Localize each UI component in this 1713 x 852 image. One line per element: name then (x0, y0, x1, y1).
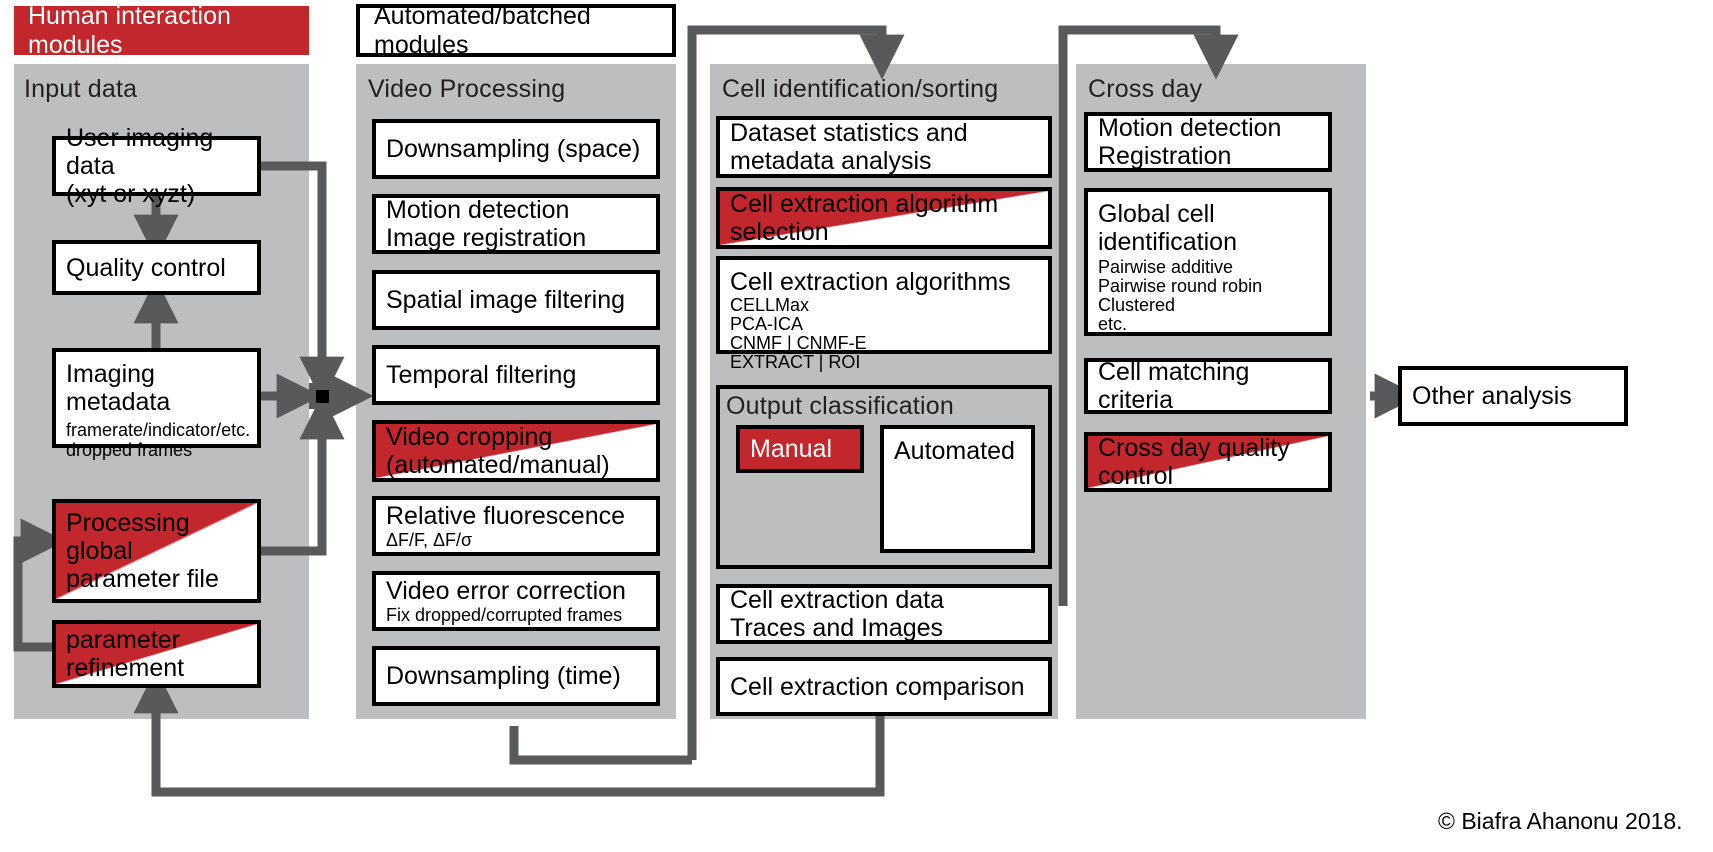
box-title: Cell extraction algorithm selection (730, 190, 999, 246)
legend-automated-batched-modules: Automated/batched modules (356, 1, 676, 59)
box-subtitle: ΔF/F, ΔF/σ (386, 529, 473, 550)
box-manual[interactable]: Manual (736, 425, 864, 473)
legend-automated-label: Automated/batched modules (374, 1, 591, 59)
wire-user-to-junction (261, 161, 345, 402)
wire-cell-to-cross-day (1058, 25, 1239, 606)
box-title: Manual (750, 435, 832, 463)
copyright-notice: © Biafra Ahanonu 2018. (1438, 808, 1683, 834)
box-cell-extraction-algorithm-selection[interactable]: Cell extraction algorithm selection (716, 187, 1052, 249)
legend-human-label: Human interaction modules (28, 1, 231, 59)
box-other-analysis[interactable]: Other analysis (1398, 366, 1628, 426)
box-cell-extraction-algorithms[interactable]: Cell extraction algorithms CELLMax PCA-I… (716, 256, 1052, 371)
box-video-cropping[interactable]: Video cropping (automated/manual) (372, 420, 660, 482)
box-imaging-metadata[interactable]: Imaging metadata framerate/indicator/etc… (52, 348, 261, 460)
box-title: Quality control (66, 253, 226, 282)
box-title: Cell extraction data Traces and Images (730, 586, 945, 642)
box-title: Cross day quality control (1098, 434, 1290, 490)
legend-human-interaction-modules: Human interaction modules (14, 2, 309, 59)
box-cell-extraction-comparison[interactable]: Cell extraction comparison (716, 657, 1052, 716)
box-title: Motion detection Image registration (386, 196, 587, 252)
box-title: Downsampling (time) (386, 662, 621, 690)
box-user-imaging-data[interactable]: User imaging data (xyt or xyzt) (52, 124, 261, 208)
merge-junction-node (309, 383, 335, 409)
box-title: User imaging data (66, 124, 214, 180)
box-subtitle: (xyt or xyzt) (66, 180, 196, 208)
box-title: Automated (894, 437, 1015, 465)
box-title: Dataset statistics and metadata analysis (730, 119, 968, 175)
panel-title-input-data: Input data (24, 75, 138, 103)
box-title: Global cell identification (1098, 200, 1237, 256)
subpanel-title-output-classification: Output classification (726, 392, 954, 420)
box-title: Relative fluorescence (386, 501, 626, 530)
box-motion-detection-image-registration[interactable]: Motion detection Image registration (372, 194, 660, 254)
box-title: Cell matching criteria (1098, 358, 1250, 414)
box-spatial-image-filtering[interactable]: Spatial image filtering (372, 270, 660, 330)
box-title: Spatial image filtering (386, 286, 626, 314)
box-processing-global-parameter-file[interactable]: Processing global parameter file (52, 499, 261, 603)
box-video-error-correction[interactable]: Video error correction Fix dropped/corru… (372, 571, 660, 631)
box-title: Cell extraction comparison (730, 672, 1025, 701)
box-subtitle: framerate/indicator/etc. dropped frames (66, 420, 251, 461)
box-title: Imaging metadata (66, 360, 171, 416)
wire-video-bottom-stub (509, 726, 692, 765)
box-dataset-statistics[interactable]: Dataset statistics and metadata analysis (716, 116, 1052, 178)
box-cross-day-quality-control[interactable]: Cross day quality control (1084, 432, 1332, 492)
box-title: Downsampling (space) (386, 135, 641, 163)
panel-title-video-processing: Video Processing (368, 75, 566, 103)
box-title: Motion detection Registration (1098, 114, 1282, 170)
box-automated[interactable]: Automated (880, 425, 1035, 553)
box-quality-control[interactable]: Quality control (52, 240, 261, 295)
wire-paramfile-to-junction (261, 394, 345, 556)
panel-title-cross-day: Cross day (1088, 75, 1203, 103)
box-title: Video cropping (automated/manual) (386, 423, 610, 479)
box-title: parameter refinement (66, 626, 185, 682)
box-relative-fluorescence[interactable]: Relative fluorescence ΔF/F, ΔF/σ (372, 496, 660, 556)
box-parameter-refinement[interactable]: parameter refinement (52, 620, 261, 688)
box-cell-extraction-data[interactable]: Cell extraction data Traces and Images (716, 584, 1052, 644)
box-subtitle: Fix dropped/corrupted frames (386, 604, 623, 625)
wire-video-to-cell-identification (687, 25, 905, 760)
box-downsampling-space[interactable]: Downsampling (space) (372, 119, 660, 179)
box-title: Video error correction (386, 576, 626, 605)
box-title: Cell extraction algorithms (730, 268, 1011, 296)
wire-refinement-to-paramfile (13, 518, 66, 652)
box-temporal-filtering[interactable]: Temporal filtering (372, 345, 660, 405)
panel-title-cell-identification: Cell identification/sorting (722, 75, 999, 103)
box-title: Other analysis (1412, 382, 1572, 410)
box-global-cell-identification[interactable]: Global cell identification Pairwise addi… (1084, 188, 1332, 336)
box-cell-matching-criteria[interactable]: Cell matching criteria (1084, 358, 1332, 414)
box-title: Processing global parameter file (66, 509, 219, 593)
box-downsampling-time[interactable]: Downsampling (time) (372, 646, 660, 706)
wire-feedback-to-parameter-refinement (133, 668, 885, 797)
box-subtitle: Pairwise additive Pairwise round robin C… (1098, 257, 1263, 335)
box-motion-detection-registration[interactable]: Motion detection Registration (1084, 112, 1332, 172)
box-subtitle: CELLMax PCA-ICA CNMF | CNMF-E EXTRACT | … (730, 295, 867, 372)
box-title: Temporal filtering (386, 361, 577, 389)
